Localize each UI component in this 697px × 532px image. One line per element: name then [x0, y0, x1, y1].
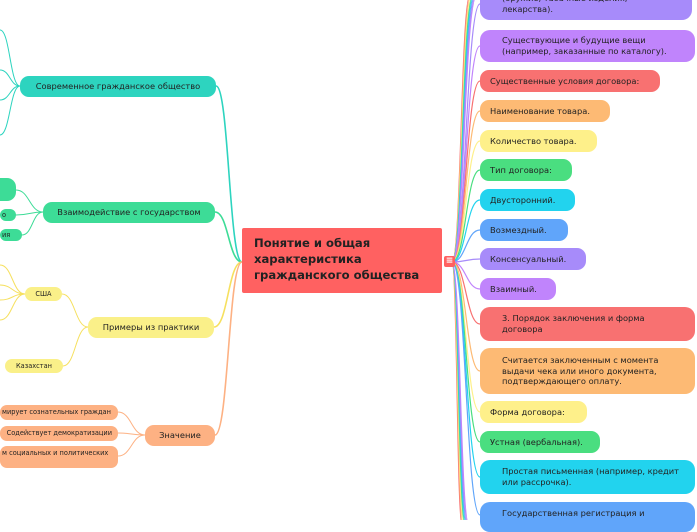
- edge-central-interaction: [214, 211, 243, 263]
- branch-label: Примеры из практики: [102, 322, 200, 333]
- branch-practice-examples[interactable]: Примеры из практики: [88, 317, 214, 338]
- central-topic[interactable]: Понятие и общая характеристика гражданск…: [242, 228, 442, 293]
- edge-trunk-up-7: [451, 0, 475, 263]
- right-node-simple-written[interactable]: Простая письменная (например, кредит или…: [480, 460, 695, 494]
- edge-central-meaning: [214, 261, 243, 436]
- edge-right-10: [451, 261, 481, 325]
- leaf-interaction-2[interactable]: ия: [0, 229, 22, 241]
- right-node-existing-future-things[interactable]: Существующие и будущие вещи (например, з…: [480, 30, 695, 62]
- connector-lines: [0, 0, 481, 520]
- branch-label: Взаимодействие с государством: [57, 207, 201, 218]
- edge-right-15: [451, 261, 481, 516]
- branch-modern-civil-society[interactable]: Современное гражданское общество: [20, 76, 216, 97]
- edge-modern-down: [0, 85, 21, 136]
- leaf-meaning-1[interactable]: мирует сознательных граждан: [0, 405, 118, 420]
- collapse-toggle-icon[interactable]: ≡: [444, 256, 455, 267]
- right-node-contract-form[interactable]: Форма договора:: [480, 401, 587, 423]
- leaf-example-kazakhstan[interactable]: Казахстан: [5, 359, 63, 373]
- edge-usa-d: [0, 293, 26, 321]
- leaf-meaning-3[interactable]: м социальных и политических: [0, 446, 118, 468]
- leaf-interaction-blank[interactable]: [0, 178, 16, 201]
- right-node-restricted-goods[interactable]: (оружие, табачные изделия, лекарства).: [480, 0, 692, 20]
- edge-central-examples: [213, 261, 243, 328]
- edge-interaction-1: [15, 189, 44, 213]
- right-node-consensual[interactable]: Консенсуальный.: [480, 248, 586, 270]
- right-node-bilateral[interactable]: Двусторонний.: [480, 189, 575, 211]
- edge-usa-a: [0, 264, 26, 295]
- right-node-oral-form[interactable]: Устная (вербальная).: [480, 431, 600, 453]
- edge-meaning-1: [117, 411, 146, 436]
- central-topic-title: Понятие и общая характеристика гражданск…: [254, 236, 420, 283]
- edge-right-4: [451, 140, 481, 263]
- edge-meaning-3: [117, 434, 146, 457]
- edge-interaction-2: [15, 211, 44, 216]
- edge-examples-kz: [62, 326, 89, 367]
- edge-right-7: [451, 229, 481, 263]
- right-node-conclusion-procedure[interactable]: 3. Порядок заключения и форма договора: [480, 307, 695, 341]
- right-node-mutual[interactable]: Взаимный.: [480, 278, 556, 300]
- right-node-reimbursable[interactable]: Возмездный.: [480, 219, 568, 241]
- edge-modern-up: [0, 29, 21, 87]
- branch-label: Значение: [159, 430, 201, 441]
- right-node-contract-type[interactable]: Тип договора:: [480, 159, 572, 181]
- edge-central-modern: [215, 85, 243, 263]
- branch-label: Современное гражданское общество: [35, 81, 201, 92]
- right-node-essential-terms[interactable]: Существенные условия договора:: [480, 70, 660, 92]
- edge-right-6: [451, 199, 481, 263]
- right-node-state-registration[interactable]: Государственная регистрация и: [480, 502, 695, 532]
- edge-right-5: [451, 169, 481, 263]
- leaf-example-usa[interactable]: США: [25, 287, 62, 301]
- edge-modern-mid: [0, 69, 21, 87]
- branch-interaction-with-state[interactable]: Взаимодействие с государством: [43, 202, 215, 223]
- edge-examples-usa: [61, 293, 89, 328]
- leaf-meaning-2[interactable]: Содействует демократизации: [0, 426, 118, 441]
- edge-interaction-3: [21, 211, 44, 236]
- edge-right-3: [451, 110, 481, 263]
- edge-trunk-down-7: [451, 261, 468, 520]
- right-node-concluded-moment[interactable]: Считается заключенным с момента выдачи ч…: [480, 348, 695, 394]
- leaf-interaction-1[interactable]: о: [0, 209, 16, 221]
- right-node-product-quantity[interactable]: Количество товара.: [480, 130, 597, 152]
- right-node-product-name[interactable]: Наименование товара.: [480, 100, 610, 122]
- branch-meaning[interactable]: Значение: [145, 425, 215, 446]
